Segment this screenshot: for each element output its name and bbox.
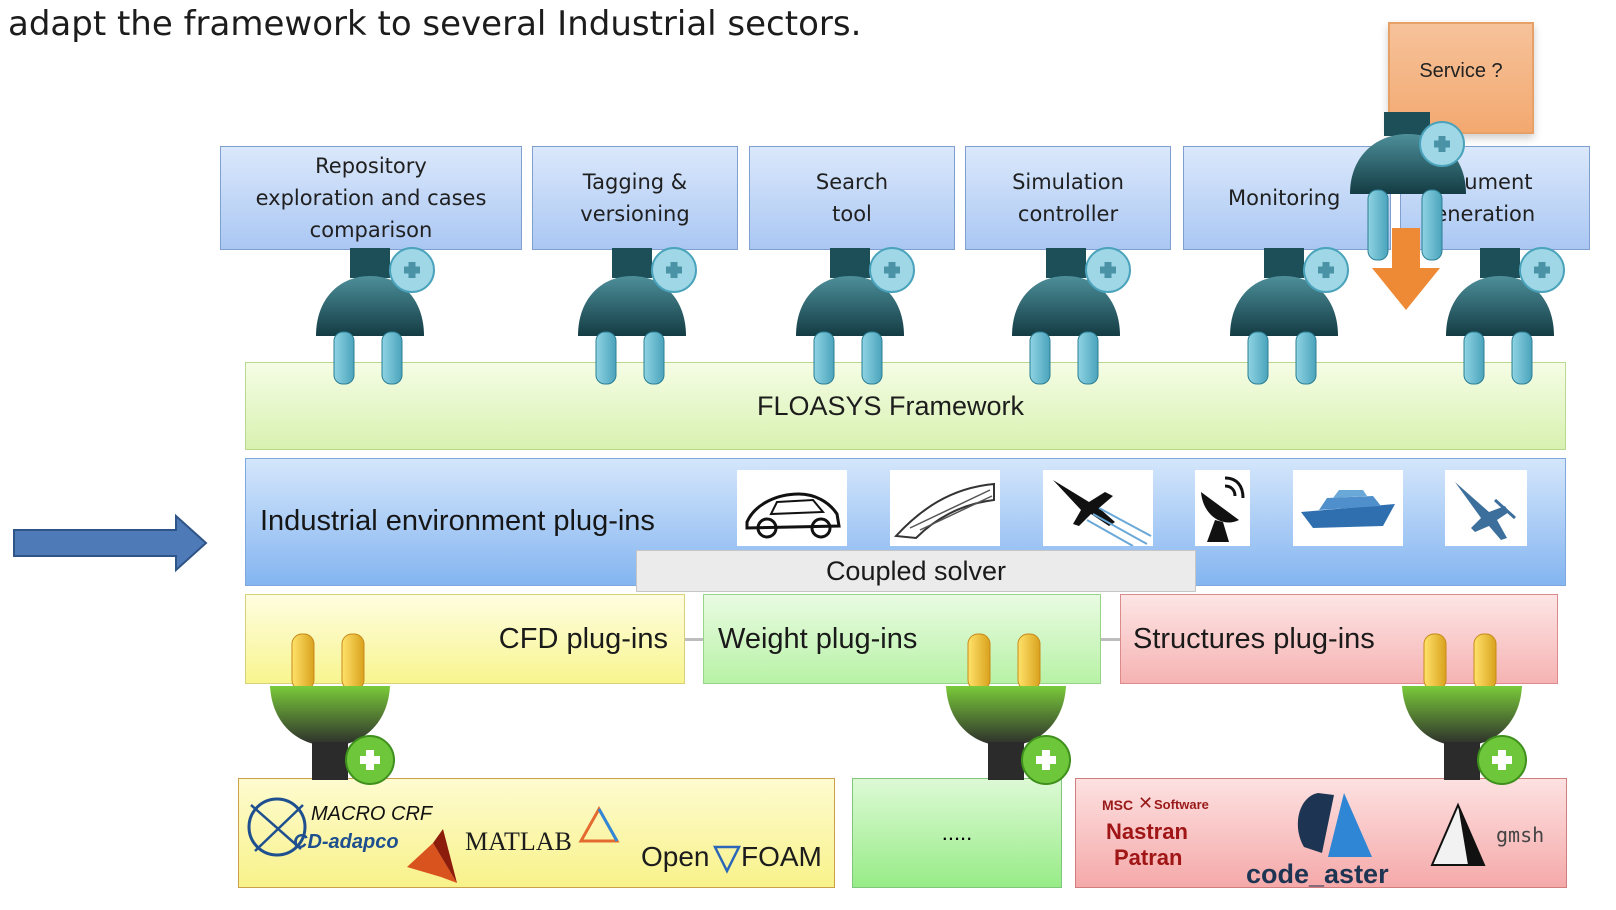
module-simulation: Simulation controller — [965, 146, 1171, 250]
gmsh-text: gmsh — [1496, 823, 1545, 847]
coupled-label: Coupled solver — [825, 555, 1007, 586]
plug-icon — [316, 247, 435, 385]
patran-text: Patran — [1114, 845, 1183, 870]
connector-line — [1101, 638, 1120, 641]
triangle-logo-icon — [578, 805, 620, 843]
structures-plugins-label: Structures plug-ins — [1133, 622, 1375, 655]
satellite-dish-icon — [1195, 470, 1250, 546]
module-line: tool — [832, 202, 872, 226]
module-line: controller — [1017, 202, 1119, 226]
ship-icon — [1293, 470, 1403, 546]
airplane-icon — [1043, 470, 1153, 547]
module-line: Monitoring — [1228, 186, 1341, 210]
industrial-label: Industrial environment plug-ins — [260, 505, 655, 537]
weight-plugins-label: Weight plug-ins — [718, 622, 918, 655]
openfoam-open-text: Open — [641, 841, 710, 872]
right-arrow-icon — [13, 513, 208, 573]
cfd-plugins-label: CFD plug-ins — [498, 622, 668, 655]
plug-icon — [578, 247, 697, 385]
module-line: Tagging & — [582, 170, 688, 194]
cfd-plugins-box: CFD plug-ins — [245, 594, 685, 684]
weight-tools-ellipsis: ..... — [941, 820, 973, 845]
code-aster-logo-icon — [1297, 793, 1372, 857]
msc-software-text: Software — [1154, 797, 1209, 812]
service-plug-icon — [1350, 112, 1466, 261]
connector-line — [685, 638, 703, 641]
plug-icon — [1446, 247, 1565, 385]
cd-adapco-text: CD-adapco — [293, 831, 399, 853]
msc-text: MSC — [1102, 797, 1134, 813]
plug-icon — [796, 247, 915, 385]
module-line: comparison — [309, 218, 433, 242]
nastran-text: Nastran — [1106, 819, 1188, 844]
plug-icon — [1230, 247, 1349, 385]
module-line: Simulation — [1012, 170, 1124, 194]
module-line: versioning — [580, 202, 690, 226]
module-repository: Repository exploration and cases compariso… — [220, 146, 522, 250]
structures-tools-box: MSC ✕ Software Nastran Patran code_aster… — [1075, 778, 1567, 889]
floasys-framework-layer: FLOASYS Framework — [245, 362, 1566, 450]
matlab-text: MATLAB — [465, 827, 572, 856]
coupled-solver: Coupled solver — [636, 550, 1196, 592]
module-line: exploration and cases — [255, 186, 487, 210]
train-icon — [890, 470, 1000, 546]
module-search: Search tool — [749, 146, 955, 250]
green-plug-icon — [946, 633, 1071, 785]
plug-icon — [1012, 247, 1131, 385]
matlab-logo-icon — [407, 829, 457, 883]
gmsh-logo-icon — [1430, 802, 1486, 866]
macro-crf-text: MACRO CRF — [311, 803, 433, 825]
cfd-tools-box: MACRO CRF CD-adapco MATLAB Open FOAM — [238, 778, 835, 888]
module-monitoring: Monitoring — [1183, 146, 1391, 250]
green-plug-icon — [1402, 633, 1527, 785]
cd-adapco-logo-icon — [247, 797, 307, 857]
caption-text: adapt the framework to several Industria… — [8, 4, 862, 44]
weight-tools-box: ..... — [852, 778, 1062, 888]
code-aster-text: code_aster — [1246, 859, 1389, 889]
module-tagging: Tagging & versioning — [532, 146, 738, 250]
fighter-jet-icon — [1445, 470, 1527, 546]
openfoam-foam-text: FOAM — [741, 841, 822, 872]
service-label: Service ? — [1419, 59, 1503, 82]
car-icon — [737, 470, 847, 546]
module-line: Repository — [315, 154, 427, 178]
msc-x-icon: ✕ — [1138, 793, 1154, 813]
module-line: Search — [815, 170, 889, 194]
orange-down-arrow-icon — [1372, 228, 1440, 310]
framework-label: FLOASYS Framework — [756, 390, 1025, 421]
green-plug-icon — [270, 633, 395, 785]
nabla-icon — [712, 845, 742, 874]
